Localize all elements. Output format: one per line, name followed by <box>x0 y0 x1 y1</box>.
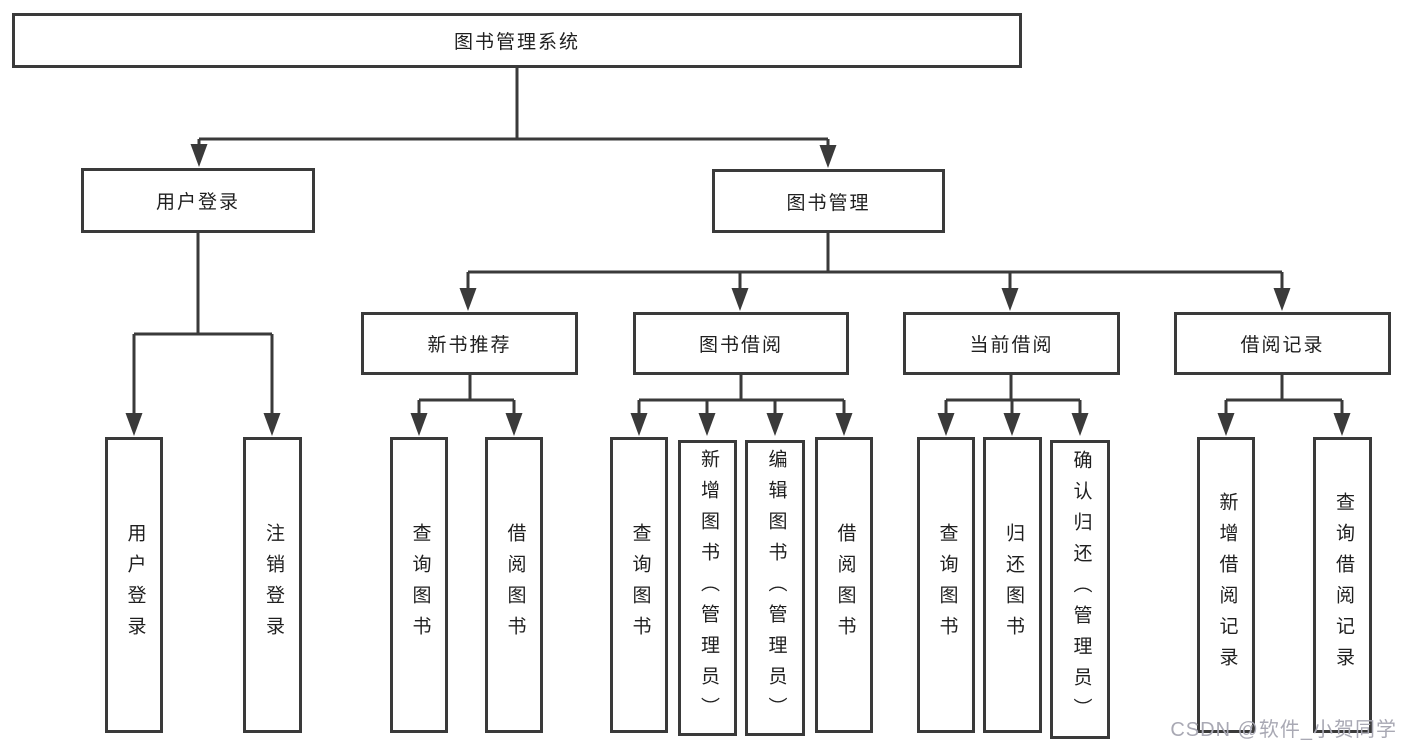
leaf-edit-books-admin: 编辑图书（管理员） <box>745 440 805 736</box>
node-book-management: 图书管理 <box>712 169 945 233</box>
leaf-query-books-current: 查询图书 <box>917 437 975 733</box>
leaf-add-borrow-record: 新增借阅记录 <box>1197 437 1255 733</box>
leaf-borrow-books-2: 借阅图书 <box>815 437 873 733</box>
leaf-add-books-admin: 新增图书（管理员） <box>678 440 737 736</box>
leaf-logout-login: 注销登录 <box>243 437 302 733</box>
leaf-user-login: 用户登录 <box>105 437 163 733</box>
leaf-query-books-recommend: 查询图书 <box>390 437 448 733</box>
node-current-borrow: 当前借阅 <box>903 312 1120 375</box>
leaf-query-books-borrow: 查询图书 <box>610 437 668 733</box>
leaf-query-borrow-record: 查询借阅记录 <box>1313 437 1372 733</box>
node-book-borrow: 图书借阅 <box>633 312 849 375</box>
leaf-borrow-books-recommend: 借阅图书 <box>485 437 543 733</box>
node-new-book-recommend: 新书推荐 <box>361 312 578 375</box>
leaf-return-books: 归还图书 <box>983 437 1042 733</box>
node-user-login: 用户登录 <box>81 168 315 233</box>
node-borrow-records: 借阅记录 <box>1174 312 1391 375</box>
node-root: 图书管理系统 <box>12 13 1022 68</box>
leaf-confirm-return-admin: 确认归还（管理员） <box>1050 440 1110 739</box>
arrowhead-icons <box>125 144 1351 436</box>
connector-lines <box>132 68 1344 415</box>
watermark: CSDN @软件_小贺同学 <box>1170 719 1397 741</box>
